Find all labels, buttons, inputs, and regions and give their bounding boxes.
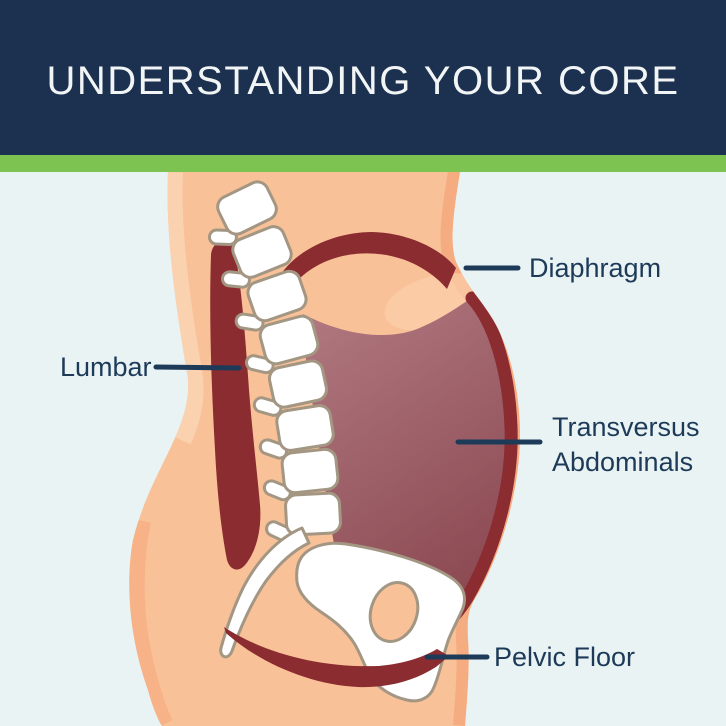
diaphragm-label: Diaphragm [529, 253, 662, 283]
lumbar-label: Lumbar [60, 352, 152, 382]
sacrum-shape [219, 526, 311, 659]
obturator-foramen [368, 581, 420, 643]
title-bar: UNDERSTANDING YOUR CORE [0, 0, 726, 155]
pelvic-floor-shape [224, 627, 449, 688]
page-title: UNDERSTANDING YOUR CORE [46, 59, 680, 103]
lumbar-muscle-shape [210, 241, 261, 570]
accent-stripe [0, 155, 726, 172]
skin-front-shade [440, 172, 521, 726]
diaphragm-shape [281, 232, 456, 289]
transversus-label: Transversus Abdominals [552, 412, 700, 477]
lumbar-leader-line [153, 364, 242, 371]
skin-back-highlight [152, 172, 204, 445]
pelvic-floor-label: Pelvic Floor [494, 642, 636, 672]
leader-lines [153, 265, 543, 660]
